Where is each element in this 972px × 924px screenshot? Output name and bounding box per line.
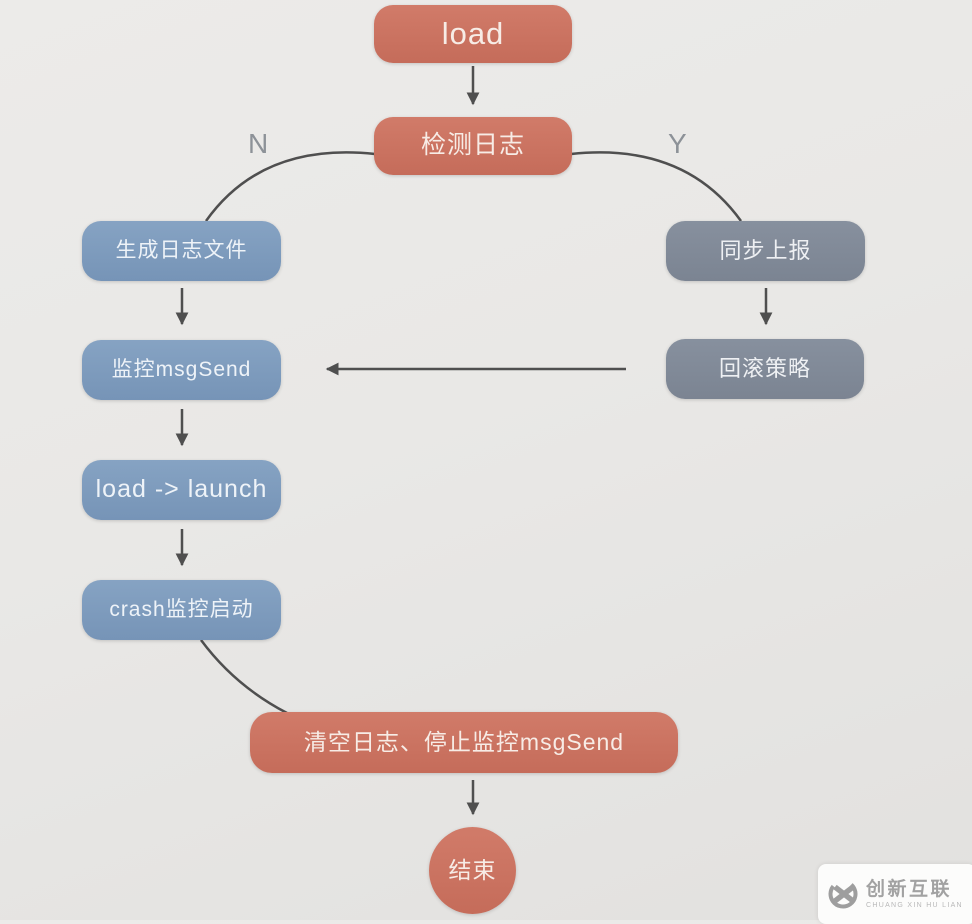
watermark-panel: 创新互联 CHUANG XIN HU LIAN bbox=[818, 864, 972, 924]
node-crash-monitor-start: crash监控启动 bbox=[82, 580, 281, 640]
edge-crash-to-clear-curve bbox=[199, 639, 288, 715]
node-monitor-msgsend: 监控msgSend bbox=[82, 340, 281, 400]
edge-label-no: N bbox=[248, 128, 269, 159]
edge-label-yes: Y bbox=[668, 128, 687, 159]
edge-check-to-sync-curve bbox=[570, 151, 743, 222]
brand-name-en: CHUANG XIN HU LIAN bbox=[866, 901, 963, 909]
brand-icon bbox=[828, 879, 858, 909]
node-generate-log-file: 生成日志文件 bbox=[82, 221, 281, 281]
node-load-to-launch: load -> launch bbox=[82, 460, 281, 520]
node-sync-report: 同步上报 bbox=[666, 221, 865, 281]
node-end: 结束 bbox=[429, 827, 516, 914]
node-clear-log-stop-monitor: 清空日志、停止监控msgSend bbox=[250, 712, 678, 773]
node-rollback-policy: 回滚策略 bbox=[666, 339, 864, 399]
node-load: load bbox=[374, 5, 572, 63]
edge-check-to-genlog-curve bbox=[204, 151, 376, 222]
brand-name-cn: 创新互联 bbox=[866, 878, 953, 900]
node-check-log: 检测日志 bbox=[374, 117, 572, 175]
